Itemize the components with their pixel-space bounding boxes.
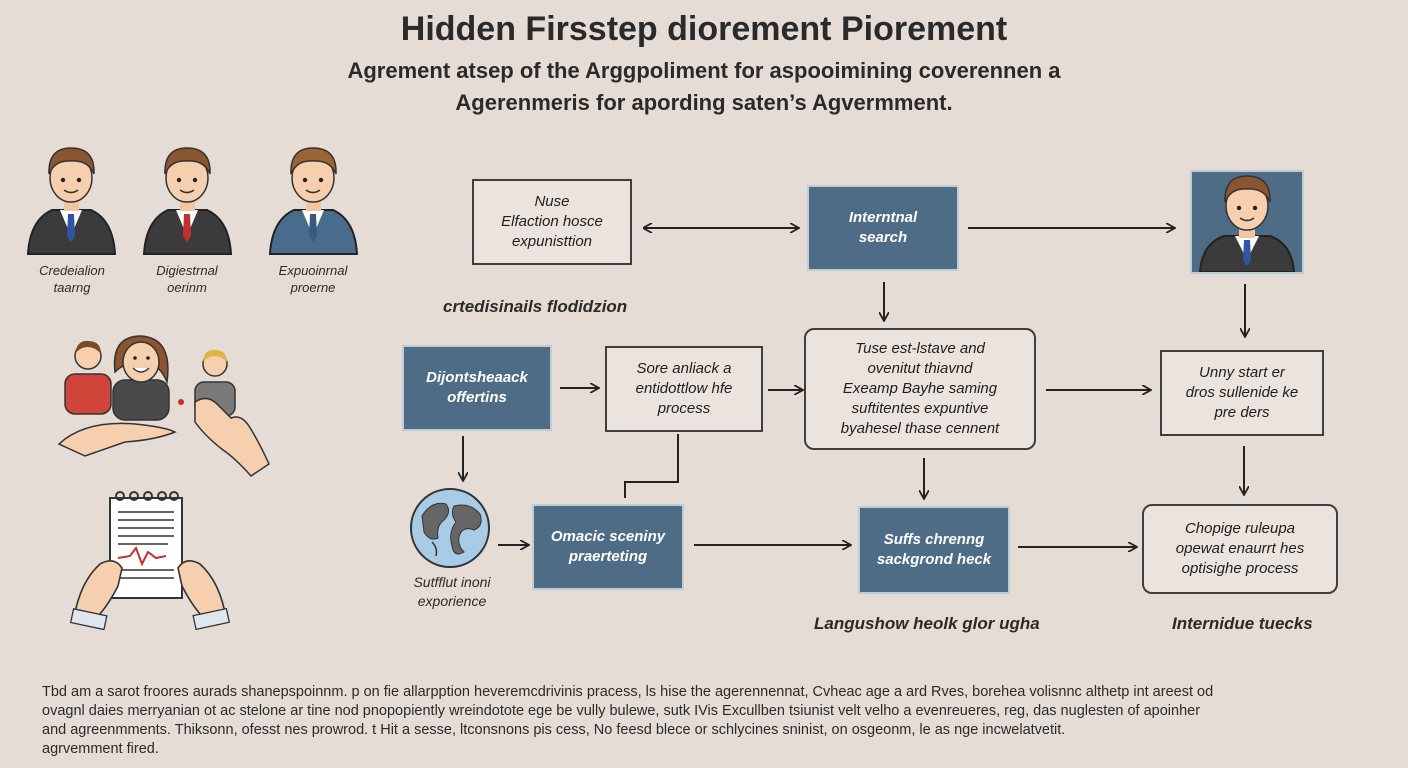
notebook-hands-icon bbox=[70, 491, 230, 630]
box-omacic: Omacic sceniny praerteting bbox=[532, 504, 684, 590]
person-icon bbox=[1198, 175, 1296, 272]
globe-caption: Sutfflut inoni exporience bbox=[413, 574, 491, 609]
connector-sore-omacic bbox=[624, 434, 679, 498]
box-internal-search: Interntnal search bbox=[807, 185, 959, 271]
box-unny: Unny start er dros sullenide ke pre ders bbox=[1160, 350, 1324, 436]
person-icon bbox=[26, 147, 117, 255]
footer-line-4: agrvemment fired. bbox=[42, 741, 159, 757]
footer-line-1: Tbd am a sarot froores aurads shanepspoi… bbox=[42, 684, 1214, 700]
bottom-label-right: Internidue tuecks bbox=[1172, 614, 1313, 633]
box-dijonts: Dijontsheaack offertins bbox=[402, 345, 552, 431]
footer-line-3: and agreenmments. Thiksonn, ofesst nes p… bbox=[42, 722, 1066, 738]
section-label: crtedisinails flodidzion bbox=[443, 297, 628, 316]
footer-paragraph: Tbd am a sarot froores aurads shanepspoi… bbox=[42, 683, 1382, 759]
family-hands-icon bbox=[57, 335, 270, 477]
person-icon bbox=[142, 147, 233, 255]
person-label-1: Credeialion taarng bbox=[39, 263, 105, 295]
subtitle-line-1: Agrement atsep of the Arggpoliment for a… bbox=[347, 58, 1061, 83]
footer-line-2: ovagnl daies merryanian ot ac stelone ar… bbox=[42, 703, 1201, 719]
box-suffs: Suffs chrenng sackgrond heck bbox=[858, 506, 1010, 594]
globe-icon bbox=[410, 488, 490, 568]
box-tuse: Tuse est-lstave and ovenitut thiavnd Exe… bbox=[804, 328, 1036, 450]
bottom-label-left: Langushow heolk glor ugha bbox=[814, 614, 1040, 633]
page-title: Hidden Firsstep diorement Piorement bbox=[400, 10, 1008, 48]
box-nuse: Nuse Elfaction hosce expunisttion bbox=[472, 179, 632, 265]
subtitle-line-2: Agerenmeris for apording saten’s Agvermm… bbox=[455, 90, 953, 115]
person-label-3: Expuoinrnal proerne bbox=[278, 263, 348, 295]
candidate-card bbox=[1190, 170, 1304, 274]
box-sore: Sore anliack a entidottlow hfe process bbox=[605, 346, 763, 432]
box-chopige: Chopige ruleupa opewat enaurrt hes optis… bbox=[1142, 504, 1338, 594]
person-label-2: Digiestrnal oerinm bbox=[156, 263, 218, 295]
person-icon bbox=[268, 147, 359, 255]
